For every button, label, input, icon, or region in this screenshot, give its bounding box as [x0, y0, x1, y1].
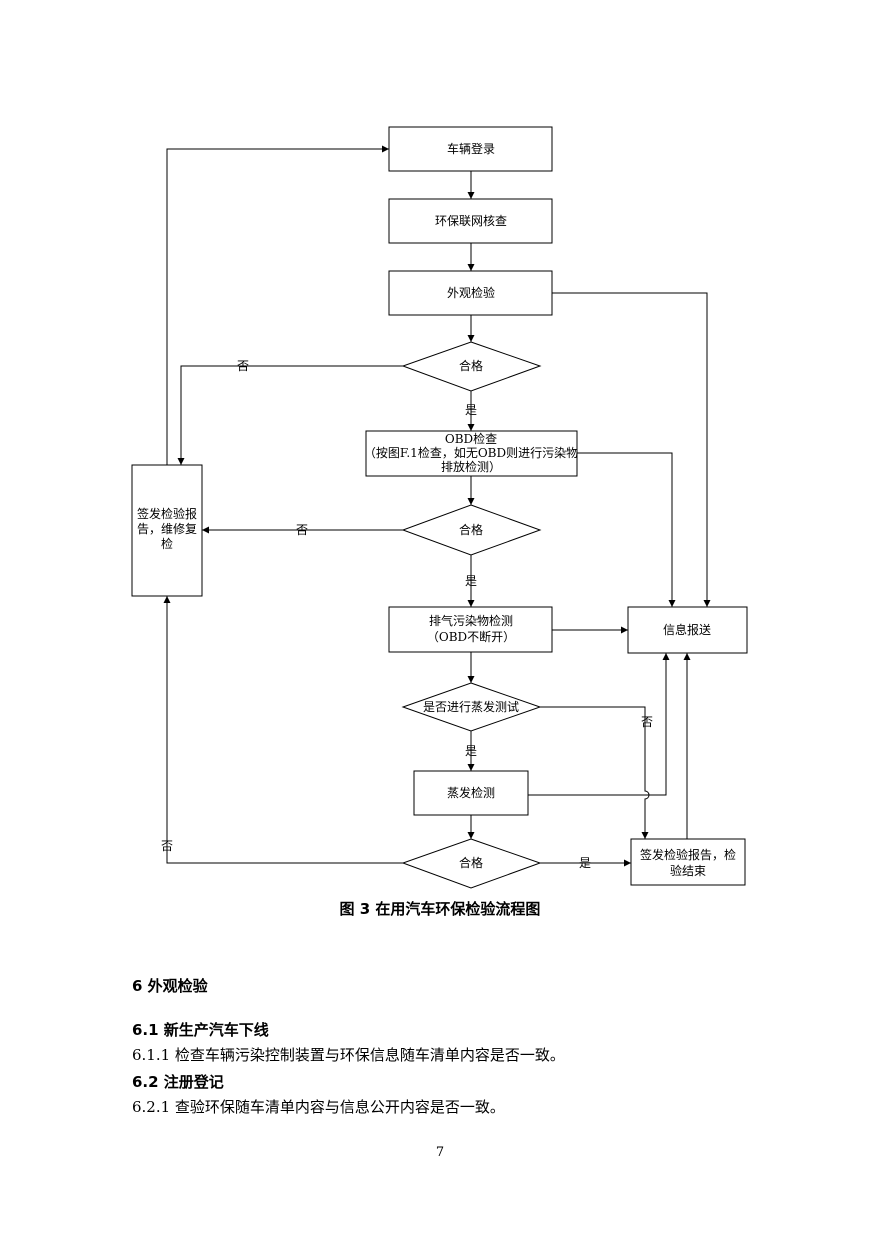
- svg-text:（OBD不断开）: （OBD不断开）: [427, 629, 515, 644]
- edge-appearance-to-info: [552, 292, 711, 607]
- node-appearance-inspection: 外观检验: [388, 270, 553, 316]
- svg-text:合格: 合格: [459, 522, 483, 537]
- edge-repair-to-login: [166, 145, 389, 465]
- svg-text:排气污染物检测: 排气污染物检测: [429, 613, 513, 628]
- node-env-network-check: 环保联网核查: [388, 198, 553, 244]
- node-issue-report-end: 签发检验报告，检 验结束: [630, 838, 746, 886]
- svg-text:蒸发检测: 蒸发检测: [447, 785, 495, 800]
- svg-text:环保联网核查: 环保联网核查: [435, 214, 507, 228]
- svg-text:外观检验: 外观检验: [447, 285, 495, 300]
- label-no-3: 否: [161, 839, 173, 853]
- edge-obd-to-info: [577, 452, 676, 607]
- paragraph-6-2-1: 6.2.1 查验环保随车清单内容与信息公开内容是否一致。: [132, 1098, 505, 1116]
- decision-pass-3: 合格: [401, 838, 542, 889]
- node-exhaust-test: 排气污染物检测 （OBD不断开）: [388, 606, 553, 653]
- decision-pass-1: 合格: [401, 341, 542, 392]
- label-yes-evap: 是: [465, 744, 477, 758]
- svg-text:验结束: 验结束: [670, 863, 706, 878]
- section-heading-6-2: 6.2 注册登记: [132, 1073, 224, 1091]
- svg-text:合格: 合格: [459, 358, 483, 373]
- svg-text:检: 检: [161, 536, 173, 551]
- svg-text:（按图F.1检查，如无OBD则进行污染物: （按图F.1检查，如无OBD则进行污染物: [364, 445, 578, 460]
- figure-caption: 图 3 在用汽车环保检验流程图: [339, 900, 541, 918]
- decision-pass-2: 合格: [401, 504, 542, 556]
- node-evaporation-test: 蒸发检测: [413, 770, 529, 816]
- svg-text:签发检验报: 签发检验报: [137, 506, 197, 521]
- svg-text:排放检测）: 排放检测）: [441, 459, 501, 474]
- label-no-1: 否: [237, 359, 249, 373]
- node-info-report: 信息报送: [627, 606, 748, 654]
- svg-text:是否进行蒸发测试: 是否进行蒸发测试: [423, 699, 519, 714]
- section-heading-6-1: 6.1 新生产汽车下线: [132, 1021, 269, 1039]
- svg-text:OBD检查: OBD检查: [445, 431, 497, 446]
- inspection-flowchart: 车辆登录 环保联网核查 外观检验 合格 OBD检查 （按图F.1检查，如无OBD…: [131, 126, 748, 889]
- decision-evaporation: 是否进行蒸发测试: [401, 682, 542, 732]
- edge-evapdecision-no: [540, 706, 650, 839]
- edge-decision1-no: [177, 365, 403, 465]
- label-yes-3: 是: [579, 856, 591, 870]
- edge-decision3-no: [163, 596, 403, 864]
- label-yes-1: 是: [465, 403, 477, 417]
- label-yes-2: 是: [465, 574, 477, 588]
- svg-text:信息报送: 信息报送: [663, 622, 711, 637]
- section-heading-6: 6 外观检验: [132, 977, 208, 995]
- svg-text:合格: 合格: [459, 855, 483, 870]
- label-no-evap: 否: [641, 715, 653, 729]
- node-issue-report-repair: 签发检验报 告，维修复 检: [131, 464, 203, 597]
- page-number: 7: [435, 1145, 445, 1160]
- svg-text:告，维修复: 告，维修复: [137, 521, 197, 536]
- svg-text:车辆登录: 车辆登录: [447, 141, 495, 156]
- node-vehicle-login: 车辆登录: [388, 126, 553, 172]
- svg-text:签发检验报告，检: 签发检验报告，检: [640, 847, 736, 862]
- edge-evap-to-info: [528, 653, 670, 796]
- label-no-2: 否: [296, 523, 308, 537]
- paragraph-6-1-1: 6.1.1 检查车辆污染控制装置与环保信息随车清单内容是否一致。: [132, 1046, 565, 1064]
- node-obd-check: OBD检查 （按图F.1检查，如无OBD则进行污染物 排放检测）: [364, 430, 578, 477]
